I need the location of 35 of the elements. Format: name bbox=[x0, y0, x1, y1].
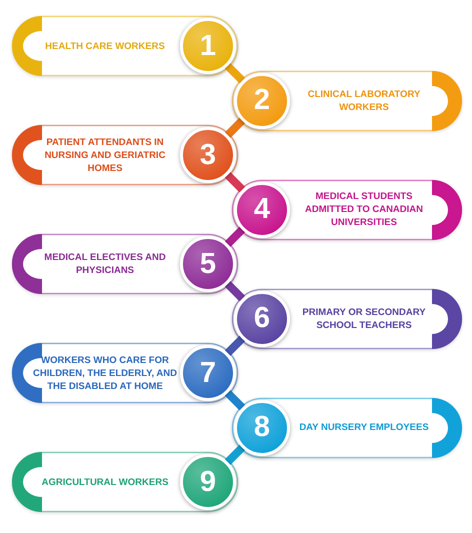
card-label: DAY NURSERY EMPLOYEES bbox=[299, 421, 429, 434]
connector-link bbox=[224, 281, 246, 302]
step-number: 1 bbox=[200, 32, 216, 60]
step-number: 2 bbox=[254, 86, 270, 115]
connector-link bbox=[224, 444, 246, 465]
step-card bbox=[232, 398, 462, 458]
connector-link bbox=[224, 336, 246, 356]
step-card bbox=[232, 180, 462, 240]
card-label: PRIMARY OR SECONDARY SCHOOL TEACHERS bbox=[301, 306, 427, 332]
connector-link bbox=[224, 172, 246, 192]
step-card bbox=[12, 234, 238, 294]
step-card bbox=[12, 16, 238, 76]
step-number: 8 bbox=[254, 413, 270, 442]
step-number: 7 bbox=[200, 358, 216, 388]
step-number: 9 bbox=[200, 468, 216, 496]
connector-link bbox=[224, 63, 246, 84]
card-label: MEDICAL STUDENTS ADMITTED TO CANADIAN UNIVERSITIES bbox=[304, 190, 424, 229]
step-card bbox=[232, 70, 462, 130]
step-card bbox=[232, 288, 462, 348]
step-number: 5 bbox=[200, 250, 216, 278]
card-label: MEDICAL ELECTIVES AND PHYSICIANS bbox=[43, 251, 167, 277]
card-label: HEALTH CARE WORKERS bbox=[45, 40, 165, 52]
connector-link bbox=[224, 226, 246, 247]
step-card bbox=[12, 343, 238, 403]
step-number: 6 bbox=[254, 304, 270, 333]
step-number: 3 bbox=[200, 140, 216, 170]
connector-link bbox=[224, 118, 246, 138]
connector-link bbox=[224, 390, 246, 410]
step-number: 4 bbox=[254, 195, 270, 224]
card-label: WORKERS WHO CARE FOR CHILDREN, THE ELDERLY, AND THE DISABLED AT HOME bbox=[32, 354, 178, 392]
card-label: PATIENT ATTENDANTS IN NURSING AND GERIATRIC HOMES bbox=[44, 136, 166, 174]
card-label: AGRICULTURAL WORKERS bbox=[42, 476, 168, 488]
step-card bbox=[12, 125, 238, 185]
step-card bbox=[12, 452, 238, 512]
card-label: CLINICAL LABORATORY WORKERS bbox=[306, 88, 422, 114]
